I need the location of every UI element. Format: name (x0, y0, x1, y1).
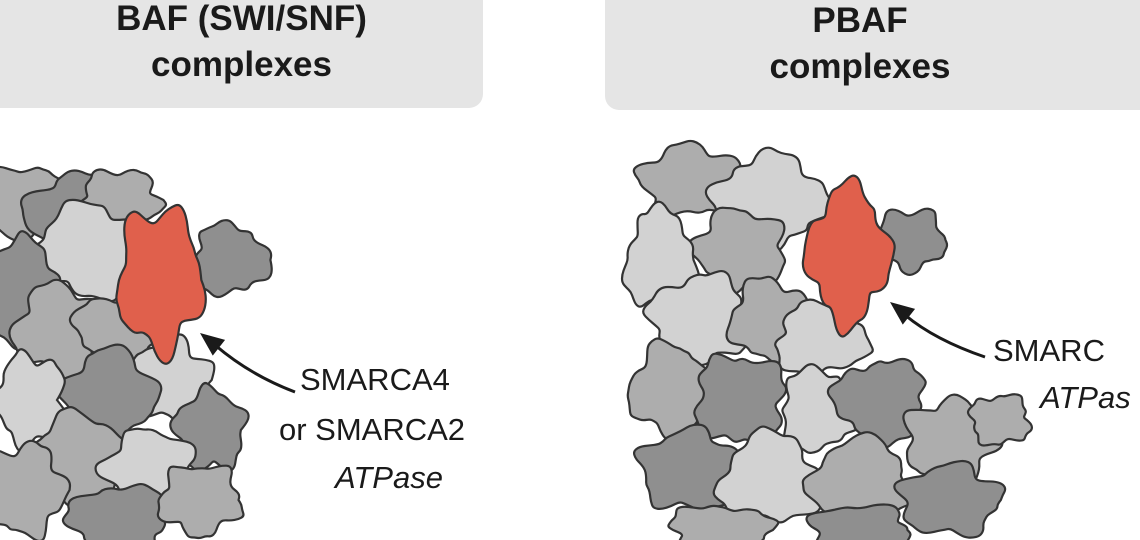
protein-subunit (61, 482, 174, 540)
arrow-icon (890, 302, 986, 359)
atpase-subunit-smarca (115, 203, 207, 365)
atpase-subunit-smarca (801, 174, 896, 338)
baf-title-line2: complexes (151, 45, 332, 84)
baf-header: BAF (SWI/SNF) complexes (0, 0, 483, 108)
protein-subunit (826, 357, 927, 449)
baf-atpase-label-3: ATPase (335, 460, 443, 495)
protein-subunit (667, 504, 780, 540)
protein-subunit (805, 503, 912, 540)
protein-subunit (192, 219, 273, 299)
pbaf-title-line1: PBAF (812, 1, 908, 40)
pbaf-header: PBAF complexes (605, 0, 1140, 110)
pbaf-title-line2: complexes (769, 47, 951, 86)
baf-atpase-label-2: or SMARCA2 (279, 412, 466, 447)
pbaf-atpase-label-2: ATPas (1040, 380, 1131, 415)
protein-subunit (966, 393, 1034, 447)
protein-subunit (0, 439, 72, 540)
baf-atpase-label-1: SMARCA4 (300, 362, 450, 397)
protein-subunit (704, 146, 836, 254)
pbaf-atpase-label-1: SMARC (993, 333, 1105, 368)
arrow-icon (200, 333, 296, 394)
protein-subunit (156, 464, 245, 540)
baf-title-line1: BAF (SWI/SNF) (116, 0, 367, 38)
protein-subunit (781, 363, 866, 454)
protein-subunit (893, 459, 1007, 539)
protein-subunit (712, 425, 823, 524)
